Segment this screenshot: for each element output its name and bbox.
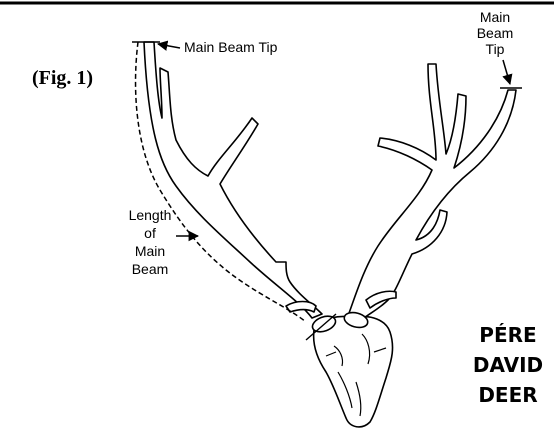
skull [286,291,396,427]
right-tip-arrow [503,60,510,84]
right-tip-label-line3: Tip [486,41,505,57]
right-antler [348,64,516,318]
title-line2: DAVID [473,353,543,377]
right-tip-label-line1: Main [480,9,510,25]
left-antler [144,42,322,318]
figure-label: (Fig. 1) [32,67,93,89]
length-label-line4: Beam [132,261,169,277]
title-line1: PÉRE [479,323,536,347]
title-line3: DEER [478,383,537,407]
length-label-line1: Length [129,207,172,223]
right-tip-label-line2: Beam [477,25,514,41]
left-tip-arrow [158,44,180,48]
length-label-line3: Main [135,243,165,259]
length-label-line2: of [144,225,156,241]
left-tip-label: Main Beam Tip [184,39,278,55]
